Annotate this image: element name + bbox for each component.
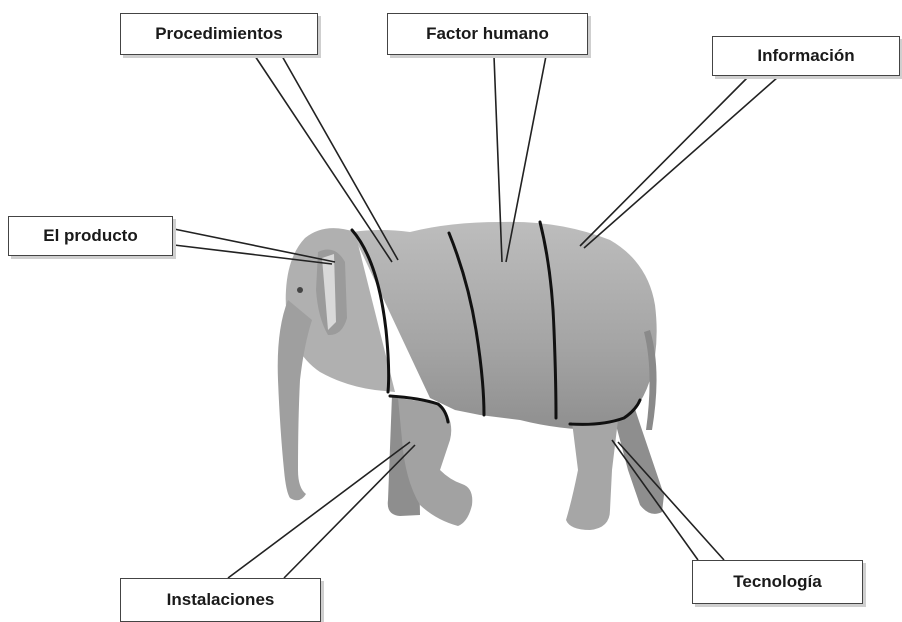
label-instalaciones-text: Instalaciones: [167, 590, 275, 610]
label-el-producto: El producto: [8, 216, 173, 256]
label-el-producto-text: El producto: [43, 226, 137, 246]
label-procedimientos-text: Procedimientos: [155, 24, 283, 44]
label-procedimientos: Procedimientos: [120, 13, 318, 55]
label-informacion-text: Información: [757, 46, 854, 66]
label-factor-humano-text: Factor humano: [426, 24, 549, 44]
elephant-trunk: [278, 300, 312, 500]
elephant-eye: [297, 287, 303, 293]
label-instalaciones: Instalaciones: [120, 578, 321, 622]
leader-informacion: [580, 77, 778, 248]
label-factor-humano: Factor humano: [387, 13, 588, 55]
leader-instalaciones: [228, 442, 415, 578]
label-tecnologia: Tecnología: [692, 560, 863, 604]
label-tecnologia-text: Tecnología: [733, 572, 821, 592]
label-informacion: Información: [712, 36, 900, 76]
elephant-near-hind-leg: [566, 420, 618, 530]
elephant-figure: [278, 222, 664, 530]
